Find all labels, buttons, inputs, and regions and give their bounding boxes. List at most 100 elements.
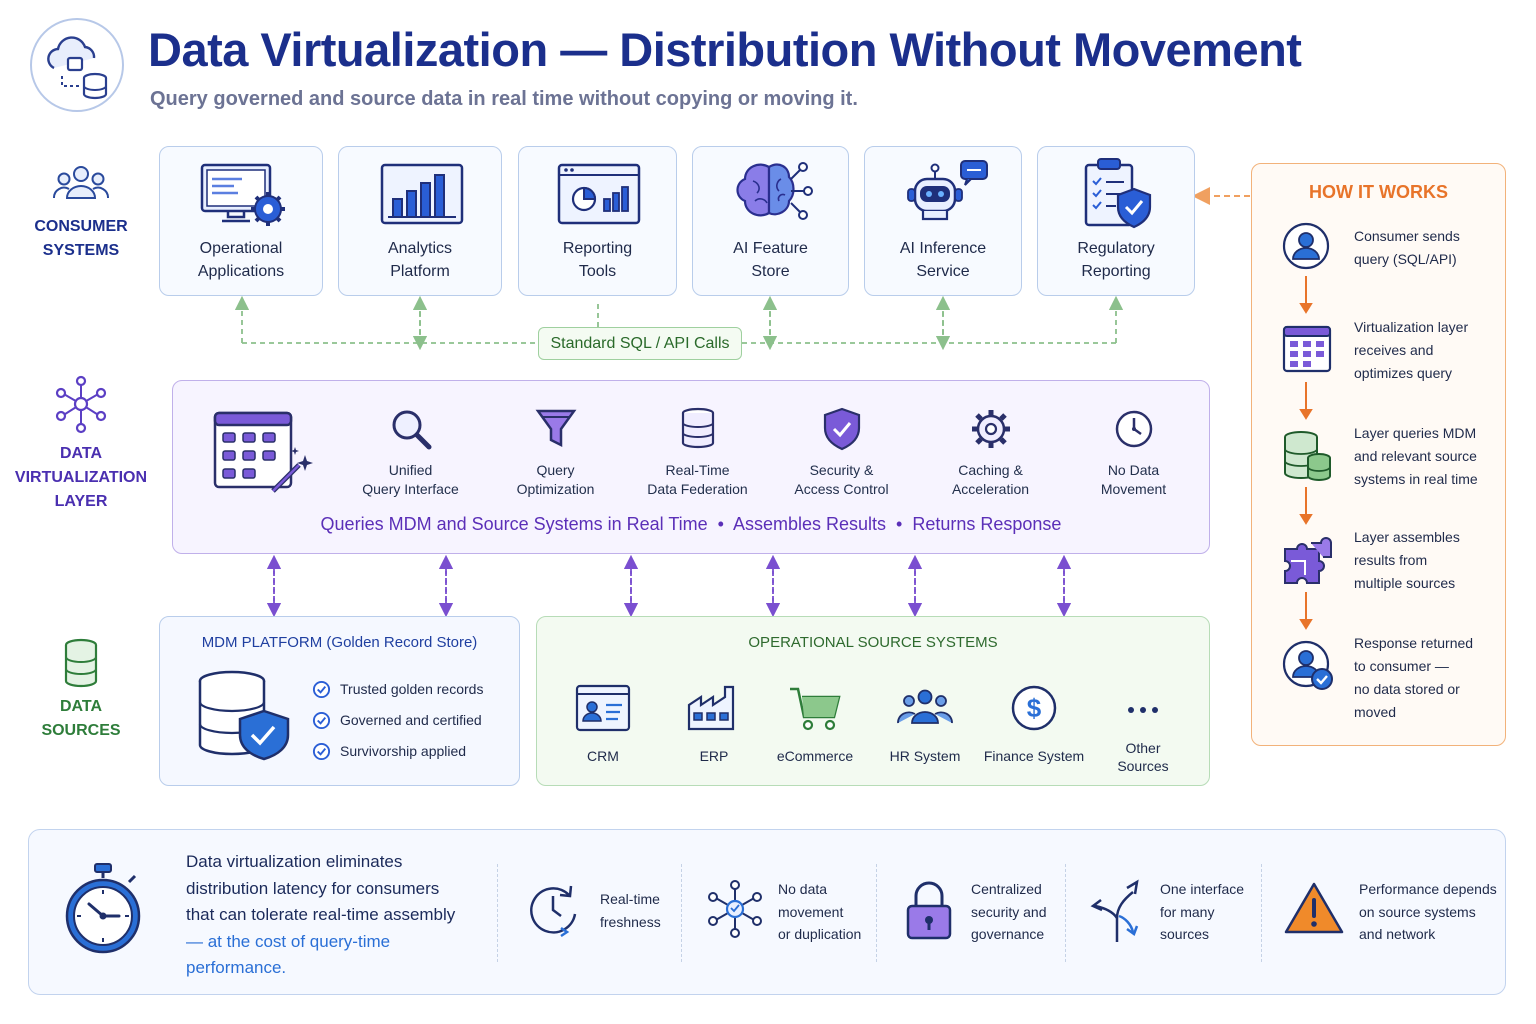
warning-icon — [1284, 882, 1344, 934]
benefit-text: freshness — [600, 913, 661, 930]
summary-line: that can tolerate real-time assembly — [186, 905, 456, 924]
source-label: Finance System — [983, 748, 1085, 764]
divider — [1261, 864, 1262, 962]
clipboard-shield-icon — [1084, 158, 1152, 229]
clock-arrow-icon — [530, 885, 577, 938]
people-group-icon — [53, 166, 109, 199]
mdm-check-item: Survivorship applied — [312, 739, 512, 770]
summary-line: Data virtualization eliminates — [186, 852, 403, 871]
more-dots-icon — [1128, 707, 1158, 713]
benefit-text: and network — [1359, 926, 1436, 942]
source-label: eCommerce — [776, 748, 854, 764]
benefit-no-data-movement: No data movement or duplication — [701, 870, 873, 960]
puzzle-icon — [1284, 537, 1332, 584]
feature-label: Unified — [388, 462, 433, 478]
feature-label: No Data — [1107, 462, 1160, 478]
step-text: Layer queries MDM — [1354, 425, 1477, 441]
logo — [30, 18, 124, 112]
row-label-line: SOURCES — [41, 722, 121, 739]
feature-label: Real-Time — [665, 462, 730, 478]
source-label: CRM — [587, 748, 619, 764]
step-text: receives and — [1354, 342, 1434, 358]
benefit-text: movement — [778, 903, 844, 920]
mdm-check-text: Governed and certified — [340, 712, 482, 728]
source-crm: CRM — [553, 683, 653, 765]
feature-label: Caching & — [958, 462, 1023, 478]
benefit-text: Real-time — [600, 891, 660, 907]
feature-label: Query — [536, 462, 575, 478]
feature-label: Movement — [1100, 481, 1167, 497]
padlock-icon — [906, 881, 952, 940]
card-label-line: Reporting — [1081, 263, 1151, 280]
source-hr-system: HR System — [875, 683, 975, 765]
row-label-sources-text: DATA SOURCES — [20, 695, 142, 743]
feature-label: Security & — [809, 462, 874, 478]
step-text: query (SQL/API) — [1354, 251, 1457, 267]
feature-caching-acceleration: Caching & Acceleration — [928, 407, 1053, 499]
summary-line: distribution latency for consumers — [186, 878, 440, 898]
divider — [1065, 864, 1066, 962]
cloud-database-icon — [47, 36, 108, 100]
benefit-text: No data — [778, 881, 828, 897]
step-text: results from — [1354, 552, 1428, 568]
source-label: Other — [1125, 740, 1161, 756]
grid-wand-icon — [213, 411, 313, 493]
benefit-text: Performance depends — [1359, 881, 1497, 897]
summary-lead: Data virtualization eliminates distribut… — [186, 849, 486, 982]
step-text: optimizes query — [1354, 365, 1453, 381]
check-circle-icon — [312, 711, 331, 730]
row-label-layer-text: DATA VIRTUALIZATION LAYER — [10, 442, 152, 514]
search-icon — [392, 410, 431, 450]
card-label-line: Applications — [197, 263, 285, 280]
card-label-line: Tools — [578, 263, 617, 280]
source-ecommerce: eCommerce — [765, 683, 865, 765]
report-window-icon — [557, 163, 641, 225]
step-text: Layer assembles — [1354, 529, 1460, 545]
row-label-line: VIRTUALIZATION — [14, 469, 148, 486]
step-text: moved — [1354, 704, 1397, 720]
network-hub-icon — [708, 880, 762, 938]
feature-label: Acceleration — [951, 481, 1030, 497]
divider — [681, 864, 682, 962]
step-text: multiple sources — [1354, 575, 1456, 591]
cart-icon — [790, 687, 841, 731]
feature-security-access: Security &Access Control — [779, 407, 904, 499]
benefit-text: Centralized — [971, 881, 1042, 897]
step-text: no data stored or — [1354, 681, 1460, 697]
card-label-line: Platform — [390, 263, 450, 280]
row-label-line: LAYER — [54, 493, 108, 510]
page-title: Data Virtualization — Distribution Witho… — [148, 23, 1302, 76]
gear-icon — [971, 410, 1010, 448]
step-text: Response returned — [1354, 635, 1474, 651]
step-text: and relevant source — [1354, 448, 1477, 464]
ops-title: OPERATIONAL SOURCE SYSTEMS — [748, 634, 998, 651]
shield-check-icon — [823, 407, 860, 451]
factory-icon — [687, 685, 735, 731]
check-circle-icon — [312, 680, 331, 699]
summary-accent-line: — at the cost of query-time — [186, 931, 391, 951]
benefit-text: on source systems — [1359, 903, 1476, 920]
step-2: Virtualization layer receives and optimize… — [1252, 319, 1507, 404]
card-label-line: AI Inference — [899, 240, 987, 257]
benefit-text: or duplication — [778, 926, 862, 942]
benefit-text: for many — [1160, 903, 1215, 920]
step-text: Virtualization layer — [1354, 319, 1469, 335]
benefit-text: security and — [971, 903, 1047, 920]
